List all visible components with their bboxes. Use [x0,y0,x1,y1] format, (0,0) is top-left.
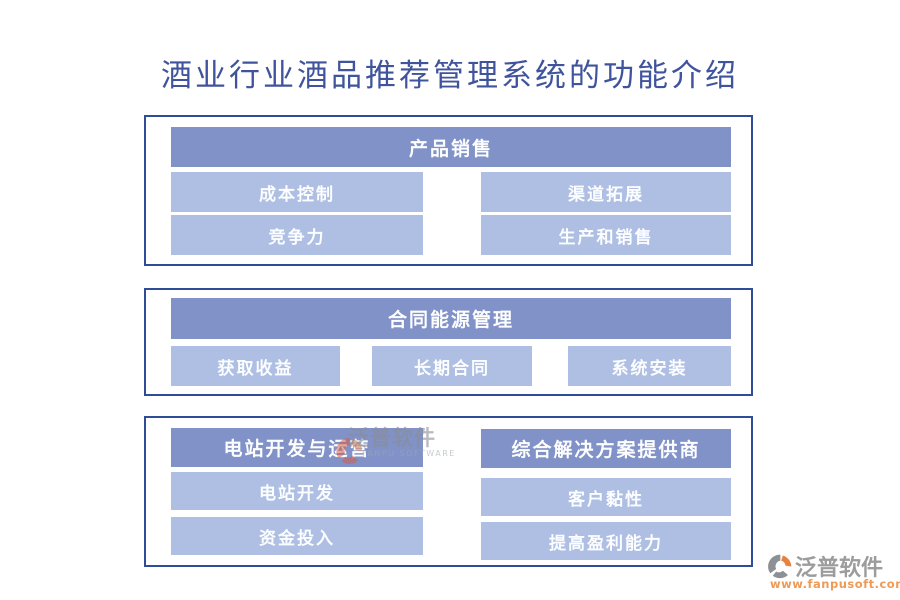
fanpu-logo-icon [768,554,792,578]
brand-url: www.fanpusoft.com [770,577,900,591]
section-item: 电站开发 [171,472,423,510]
section-contract-energy: 合同能源管理 获取收益 长期合同 系统安装 [144,288,753,396]
section-header: 合同能源管理 [171,298,731,339]
section-item: 渠道拓展 [481,172,731,212]
section-product-sales: 产品销售 成本控制 渠道拓展 竞争力 生产和销售 [144,115,753,266]
section-item: 生产和销售 [481,215,731,255]
section-item: 系统安装 [568,346,731,386]
section-item: 客户黏性 [481,478,731,516]
brand-row: 泛普软件 [766,550,883,582]
section-item: 资金投入 [171,517,423,555]
section-item: 长期合同 [372,346,532,386]
brand-name: 泛普软件 [795,555,884,581]
section-item: 成本控制 [171,172,423,212]
page-title: 酒业行业酒品推荐管理系统的功能介绍 [161,58,739,94]
section-header: 产品销售 [171,127,731,167]
section-item: 提高盈利能力 [481,522,731,560]
brand-logo: 泛普软件 www.fanpusoft.com [766,548,900,594]
section-header: 电站开发与运营 [171,428,423,467]
section-station-development: 电站开发与运营 电站开发 资金投入 综合解决方案提供商 客户黏性 提高盈利能力 [144,416,753,567]
section-item: 获取收益 [171,346,340,386]
section-item: 竞争力 [171,215,423,255]
section-header: 综合解决方案提供商 [481,429,731,468]
